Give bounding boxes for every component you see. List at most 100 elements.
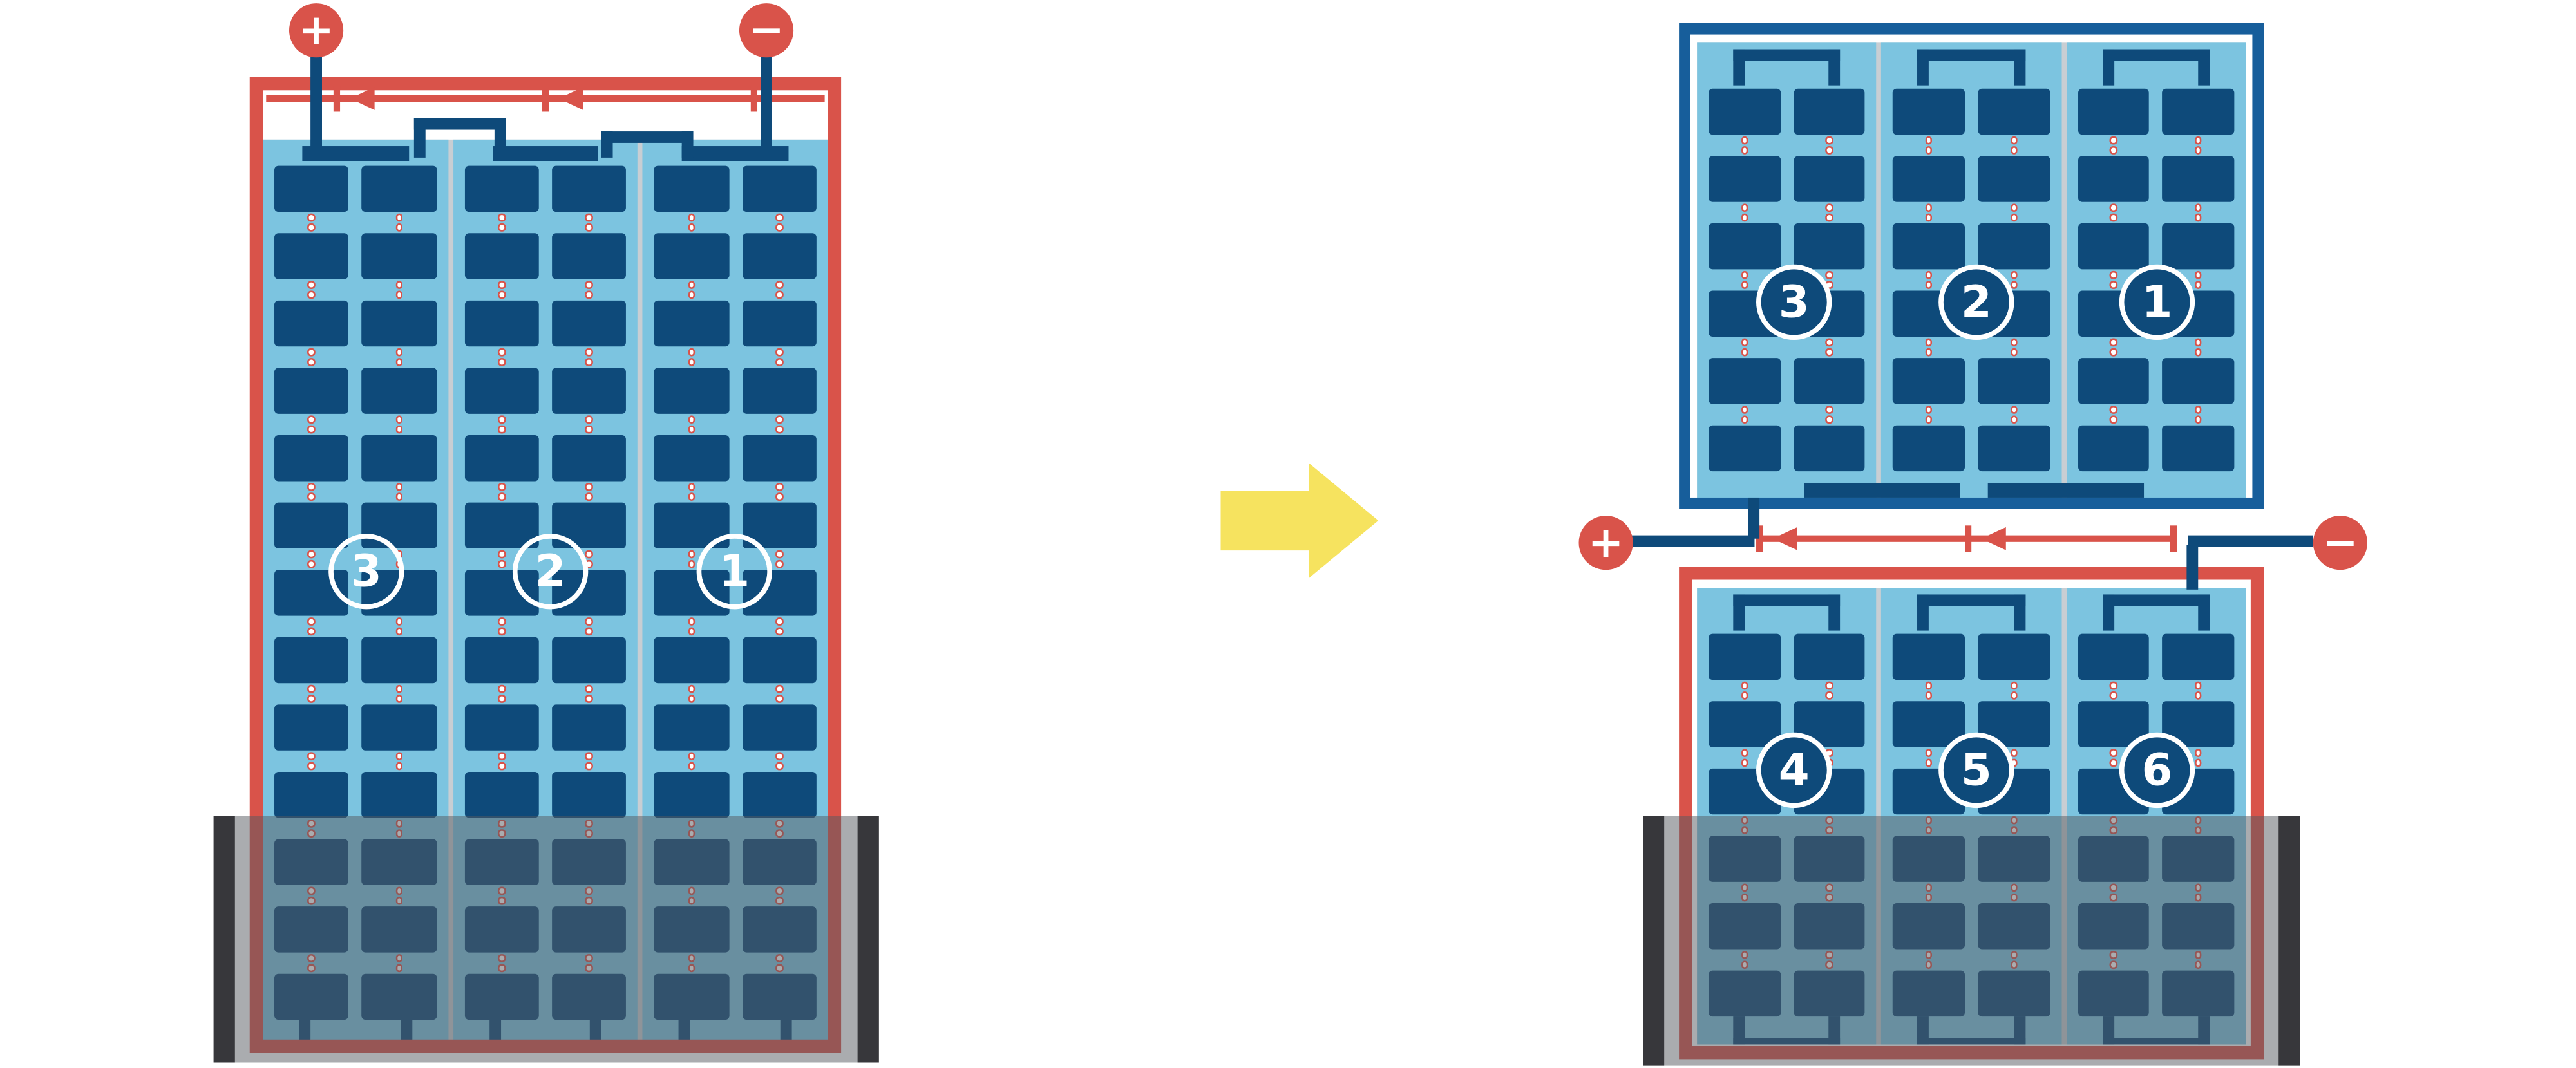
solder-dots bbox=[1825, 682, 1833, 700]
pv-cell bbox=[464, 368, 539, 414]
pv-cell bbox=[1893, 88, 1965, 135]
solder-dots bbox=[585, 214, 593, 232]
pv-cell bbox=[464, 165, 539, 212]
solder-dots bbox=[2109, 136, 2117, 155]
current-path-tick bbox=[1964, 525, 1972, 552]
solder-dot-cell bbox=[1978, 135, 2049, 156]
solder-dot-cell bbox=[464, 548, 539, 570]
solder-dots bbox=[2194, 682, 2202, 700]
solder-dot-row bbox=[2066, 135, 2246, 156]
solder-dot bbox=[2109, 691, 2117, 700]
solder-dot-cell bbox=[742, 212, 817, 233]
pv-cell bbox=[274, 435, 349, 482]
solder-dot bbox=[307, 492, 316, 501]
solder-dots bbox=[1740, 271, 1748, 289]
solder-dots bbox=[1740, 338, 1748, 357]
solder-dot bbox=[2194, 338, 2202, 346]
solder-dots bbox=[307, 550, 316, 568]
solder-dots bbox=[688, 214, 696, 232]
solder-dot-cell bbox=[1794, 404, 1865, 426]
pv-cell bbox=[552, 165, 627, 212]
solder-dot bbox=[395, 281, 403, 289]
negative-terminal: − bbox=[2313, 516, 2367, 570]
cell-row bbox=[2066, 88, 2246, 135]
solder-dot-row bbox=[453, 212, 638, 233]
cell-row bbox=[2066, 156, 2246, 202]
pv-cell bbox=[552, 704, 627, 751]
solder-dot bbox=[307, 426, 316, 434]
solder-dot bbox=[395, 415, 403, 424]
solder-dot-cell bbox=[742, 346, 817, 368]
positive-terminal: + bbox=[1578, 516, 1633, 570]
solder-dots bbox=[1740, 406, 1748, 424]
pv-cell bbox=[362, 300, 437, 347]
top-interconnect bbox=[1917, 49, 2025, 86]
solder-dot-row bbox=[453, 616, 638, 637]
solder-dots bbox=[395, 685, 403, 703]
solder-dot-cell bbox=[274, 414, 349, 435]
cell-row bbox=[1882, 633, 2061, 680]
solder-dot bbox=[307, 281, 316, 289]
solder-dot bbox=[2194, 691, 2202, 700]
solder-dot bbox=[1740, 203, 1748, 212]
solder-dot bbox=[1740, 759, 1748, 767]
cell-row bbox=[1697, 88, 1877, 135]
solder-dot bbox=[1825, 136, 1833, 144]
solder-dot bbox=[307, 348, 316, 356]
pv-cell bbox=[1793, 633, 1866, 680]
solder-dot bbox=[395, 348, 403, 356]
solder-dots bbox=[1925, 749, 1933, 767]
solder-dot-cell bbox=[274, 212, 349, 233]
solder-dots bbox=[307, 617, 316, 635]
solder-dot bbox=[498, 348, 506, 356]
cell-row bbox=[643, 300, 828, 347]
solder-dot bbox=[1925, 749, 1933, 757]
solder-dots bbox=[395, 483, 403, 501]
string-number: 6 bbox=[2141, 744, 2173, 796]
string-series-jumper bbox=[601, 131, 694, 158]
cell-row bbox=[453, 300, 638, 347]
current-direction-arrow-icon bbox=[350, 87, 375, 110]
solder-dot bbox=[498, 426, 506, 434]
solder-dot bbox=[2194, 146, 2202, 155]
positive-lead-wire bbox=[310, 52, 322, 161]
solder-dot bbox=[307, 223, 316, 232]
solder-dot bbox=[688, 223, 696, 232]
solder-dot bbox=[775, 628, 783, 635]
solder-dot-cell bbox=[552, 751, 627, 772]
solder-dot bbox=[498, 560, 506, 568]
cell-row bbox=[1697, 156, 1877, 202]
solder-dot bbox=[775, 762, 783, 771]
pv-cell bbox=[1893, 358, 1965, 404]
pv-cell bbox=[274, 165, 349, 212]
solder-dot-cell bbox=[552, 414, 627, 435]
pv-cell bbox=[742, 704, 817, 751]
solder-dot bbox=[775, 617, 783, 626]
solder-dot-cell bbox=[2078, 680, 2149, 701]
cell-row bbox=[1882, 223, 2061, 270]
solder-dots bbox=[395, 281, 403, 299]
negative-lead-wire bbox=[761, 52, 772, 161]
pv-cell bbox=[552, 771, 627, 818]
pv-cell bbox=[2078, 633, 2150, 680]
solder-dot bbox=[1825, 691, 1833, 700]
cell-row bbox=[643, 704, 828, 751]
solder-dot bbox=[585, 685, 593, 693]
solder-dot bbox=[498, 762, 506, 771]
pv-cell bbox=[1893, 633, 1965, 680]
solder-dot bbox=[2109, 416, 2117, 424]
solder-dot-row bbox=[2066, 680, 2246, 701]
solder-dot bbox=[2109, 136, 2117, 144]
solder-dot-row bbox=[1697, 202, 1877, 223]
solder-dot bbox=[395, 291, 403, 299]
cell-row bbox=[453, 502, 638, 549]
solder-dot-cell bbox=[654, 616, 729, 637]
solder-dot bbox=[2010, 271, 2018, 279]
solder-dot bbox=[775, 483, 783, 491]
solder-dot bbox=[775, 214, 783, 221]
solder-dot bbox=[775, 695, 783, 703]
solder-dot-cell bbox=[552, 346, 627, 368]
top-busbar bbox=[682, 146, 789, 161]
cell-row bbox=[2066, 425, 2246, 472]
